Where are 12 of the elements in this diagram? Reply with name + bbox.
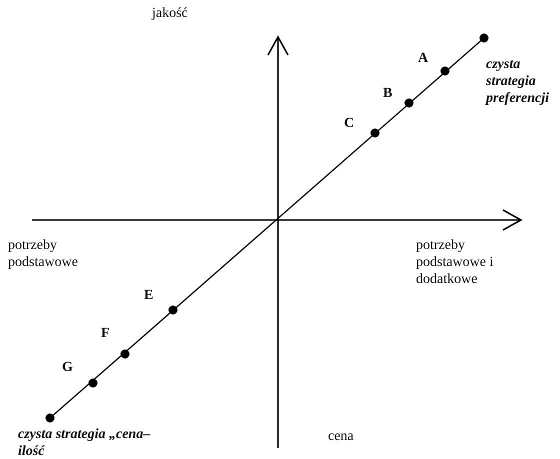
point-label: A	[418, 50, 428, 67]
point-label: B	[383, 85, 392, 102]
axis-label: jakość	[152, 5, 188, 22]
strategy-label: czysta strategia preferencji	[486, 56, 550, 107]
axis-label: potrzeby podstawowe i dodatkowe	[416, 237, 494, 288]
strategy-label: czysta strategia „cena–ilość	[18, 426, 152, 459]
axis-label: potrzeby podstawowe	[8, 237, 79, 271]
point-label: E	[144, 287, 154, 304]
axis-label: cena	[328, 428, 354, 445]
point-label: F	[101, 325, 110, 342]
point-label: C	[344, 115, 354, 132]
point-label: G	[62, 359, 73, 376]
